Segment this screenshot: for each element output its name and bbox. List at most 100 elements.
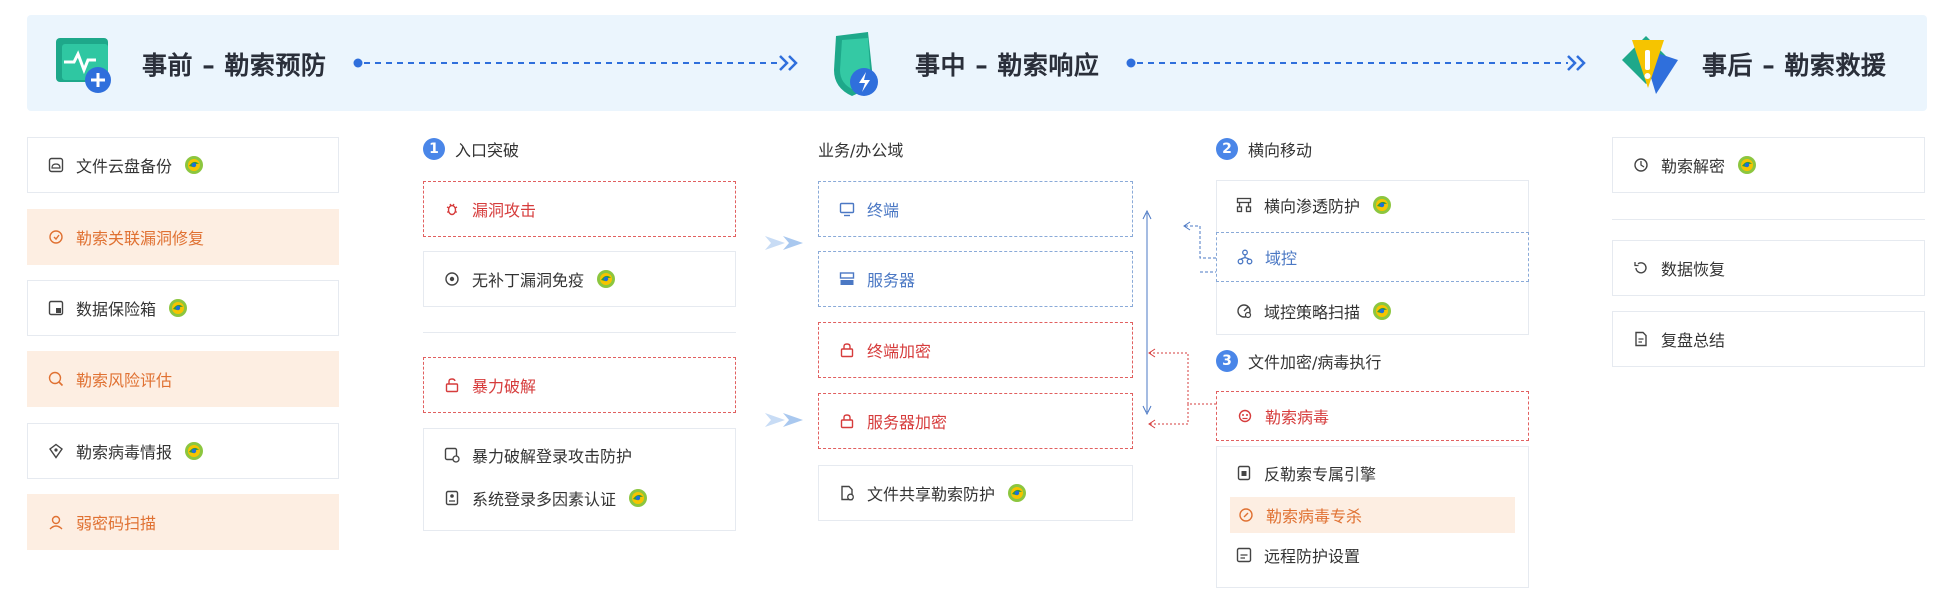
- domain-control-label: 域控: [1265, 249, 1298, 268]
- hierarchy-icon: [1237, 249, 1253, 265]
- monitor-icon: [839, 202, 855, 217]
- execution-section-title: 3 文件加密/病毒执行: [1216, 349, 1381, 373]
- divider: [1612, 219, 1925, 220]
- execution-title-text: 文件加密/病毒执行: [1248, 353, 1382, 372]
- business-to-domain-connector: [1142, 209, 1216, 416]
- before-item-virus-intel[interactable]: 勒索病毒情报: [27, 423, 339, 479]
- virus-icon: [1238, 409, 1252, 423]
- server-box[interactable]: 服务器: [818, 251, 1133, 307]
- server-label: 服务器: [867, 271, 916, 290]
- before-item-label: 弱密码扫描: [76, 514, 157, 533]
- brute-force-box[interactable]: 暴力破解: [423, 357, 736, 413]
- before-item-data-safe[interactable]: 数据保险箱: [27, 280, 339, 336]
- entry-title-text: 入口突破: [455, 141, 520, 160]
- terminal-label: 终端: [867, 201, 900, 220]
- ransom-virus-box[interactable]: 勒索病毒: [1216, 391, 1529, 441]
- after-item-recover[interactable]: 数据恢复: [1612, 240, 1925, 296]
- report-icon: [1635, 331, 1647, 347]
- after-item-label: 勒索解密: [1661, 157, 1726, 176]
- remote-settings-icon: [1236, 547, 1252, 563]
- lateral-title-text: 横向移动: [1248, 141, 1313, 160]
- domain-scan-row[interactable]: 域控策略扫描: [1236, 299, 1392, 323]
- virus-to-encrypt-connector: [1148, 348, 1216, 429]
- safe-box-icon: [48, 300, 64, 316]
- mfa-row[interactable]: 系统登录多因素认证: [444, 486, 648, 510]
- server-icon: [839, 272, 855, 285]
- login-protect-icon: [444, 447, 460, 463]
- repair-icon: [49, 230, 63, 244]
- entry-to-business-arrow-2: [765, 413, 803, 427]
- before-item-label: 勒索风险评估: [76, 371, 173, 390]
- server-encrypt-label: 服务器加密: [867, 413, 948, 432]
- restore-icon: [1634, 262, 1647, 274]
- alert-diamond-icon: [1622, 36, 1678, 94]
- phase-before-title: 事前 – 勒索预防: [142, 51, 327, 80]
- flow-arrow-2: [1126, 55, 1586, 71]
- patch-free-label: 无补丁漏洞免疫: [472, 271, 585, 290]
- after-item-decrypt[interactable]: 勒索解密: [1612, 137, 1925, 193]
- vuln-attack-box[interactable]: 漏洞攻击: [423, 181, 736, 237]
- before-item-label: 文件云盘备份: [76, 157, 173, 176]
- file-share-box[interactable]: 文件共享勒索防护: [818, 465, 1133, 521]
- patch-free-box[interactable]: 无补丁漏洞免疫: [423, 251, 736, 307]
- before-item-risk-assess[interactable]: 勒索风险评估: [27, 351, 339, 407]
- phase-after-title: 事后 – 勒索救援: [1702, 51, 1887, 80]
- divider: [423, 332, 736, 333]
- after-item-label: 数据恢复: [1661, 260, 1726, 279]
- mfa-label: 系统登录多因素认证: [472, 490, 617, 509]
- unlock-icon: [445, 378, 459, 393]
- phase-banner: [27, 15, 1927, 111]
- penetration-row[interactable]: 横向渗透防护: [1236, 193, 1392, 217]
- brute-protect-panel: 暴力破解登录攻击防护 系统登录多因素认证: [423, 428, 736, 531]
- network-icon: [1236, 197, 1252, 213]
- user-scan-icon: [49, 515, 63, 530]
- penetration-label: 横向渗透防护: [1264, 197, 1361, 216]
- before-item-label: 勒索病毒情报: [76, 443, 173, 462]
- file-share-label: 文件共享勒索防护: [867, 485, 996, 504]
- ransom-virus-label: 勒索病毒: [1265, 408, 1330, 427]
- brute-force-label: 暴力破解: [472, 377, 537, 396]
- bug-icon: [446, 203, 458, 216]
- cloud-backup-icon: [48, 157, 64, 173]
- shield-plus-icon: [56, 38, 111, 93]
- engine-icon: [1237, 465, 1251, 481]
- before-item-weak-password[interactable]: 弱密码扫描: [27, 494, 339, 550]
- kill-icon: [1239, 508, 1253, 522]
- scan-icon: [1237, 304, 1252, 319]
- risk-assess-icon: [48, 371, 64, 387]
- immune-icon: [445, 272, 459, 286]
- before-item-vuln-fix[interactable]: 勒索关联漏洞修复: [27, 209, 339, 265]
- vuln-attack-label: 漏洞攻击: [472, 201, 537, 220]
- before-item-label: 勒索关联漏洞修复: [76, 229, 205, 248]
- domain-scan-label: 域控策略扫描: [1264, 303, 1361, 322]
- business-section-title: 业务/办公域: [818, 141, 904, 160]
- engine-label: 反勒索专属引擎: [1264, 465, 1377, 484]
- virus-kill-label: 勒索病毒专杀: [1266, 507, 1363, 526]
- flow-arrow-1: [353, 55, 798, 71]
- server-encrypt-box[interactable]: 服务器加密: [818, 393, 1133, 449]
- after-item-review[interactable]: 复盘总结: [1612, 311, 1925, 367]
- mfa-icon: [445, 490, 459, 506]
- remote-protect-label: 远程防护设置: [1264, 547, 1361, 566]
- remote-protect-row[interactable]: 远程防护设置: [1236, 543, 1360, 567]
- before-item-label: 数据保险箱: [76, 300, 157, 319]
- terminal-encrypt-box[interactable]: 终端加密: [818, 322, 1133, 378]
- engine-row[interactable]: 反勒索专属引擎: [1236, 461, 1376, 485]
- shield-bolt-icon: [834, 32, 878, 96]
- brute-protect-row[interactable]: 暴力破解登录攻击防护: [444, 443, 632, 467]
- after-item-label: 复盘总结: [1661, 331, 1726, 350]
- virus-kill-row[interactable]: 勒索病毒专杀: [1230, 497, 1515, 533]
- terminal-box[interactable]: 终端: [818, 181, 1133, 237]
- phase-during-title: 事中 – 勒索响应: [915, 51, 1100, 80]
- domain-control-box[interactable]: 域控: [1216, 232, 1529, 282]
- brute-protect-label: 暴力破解登录攻击防护: [472, 447, 633, 466]
- intel-icon: [49, 443, 63, 459]
- step-number: 2: [1216, 138, 1238, 160]
- entry-to-business-arrow-1: [765, 236, 803, 250]
- lateral-section-title: 2 横向移动: [1216, 137, 1312, 161]
- entry-section-title: 1 入口突破: [423, 137, 519, 161]
- step-number: 1: [423, 138, 445, 160]
- terminal-encrypt-label: 终端加密: [867, 342, 932, 361]
- before-item-cloud-backup[interactable]: 文件云盘备份: [27, 137, 339, 193]
